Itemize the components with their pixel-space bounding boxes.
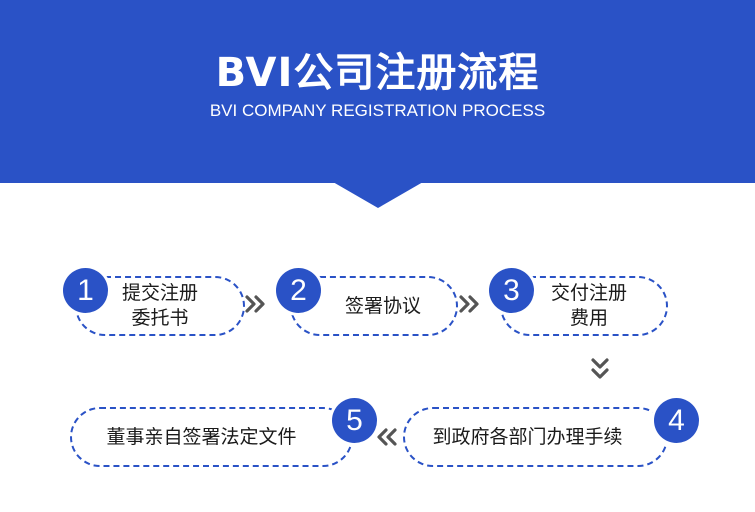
step-3-number: 3 [489,268,534,313]
header-banner: BVI公司注册流程 BVI COMPANY REGISTRATION PROCE… [0,0,755,183]
step-4-line-1: 到政府各部门办理手续 [432,425,623,448]
step-5-number: 5 [332,398,377,443]
step-2-box: 签署协议 [290,276,458,336]
step-1-box: 提交注册 委托书 [75,276,245,336]
step-5-box: 董事亲自签署法定文件 [70,407,353,467]
chevron-left-double-icon [374,427,398,447]
step-4-box: 到政府各部门办理手续 [403,407,668,467]
step-2-line-1: 签署协议 [344,294,421,317]
chevron-down-double-icon [590,357,610,383]
chevron-right-double-icon [244,294,268,314]
step-2-number: 2 [276,268,321,313]
step-1-line-2: 委托书 [131,307,189,329]
banner-pointer [333,182,423,208]
step-5-line-1: 董事亲自签署法定文件 [106,425,297,448]
page-subtitle: BVI COMPANY REGISTRATION PROCESS [209,101,546,120]
step-3-line-2: 费用 [569,307,608,329]
step-3-line-1: 交付注册 [550,282,627,304]
step-1-number: 1 [63,268,108,313]
step-1-line-1: 提交注册 [121,282,198,304]
chevron-right-double-icon [458,294,482,314]
page-title: BVI公司注册流程 [215,50,540,96]
step-4-number: 4 [654,398,699,443]
